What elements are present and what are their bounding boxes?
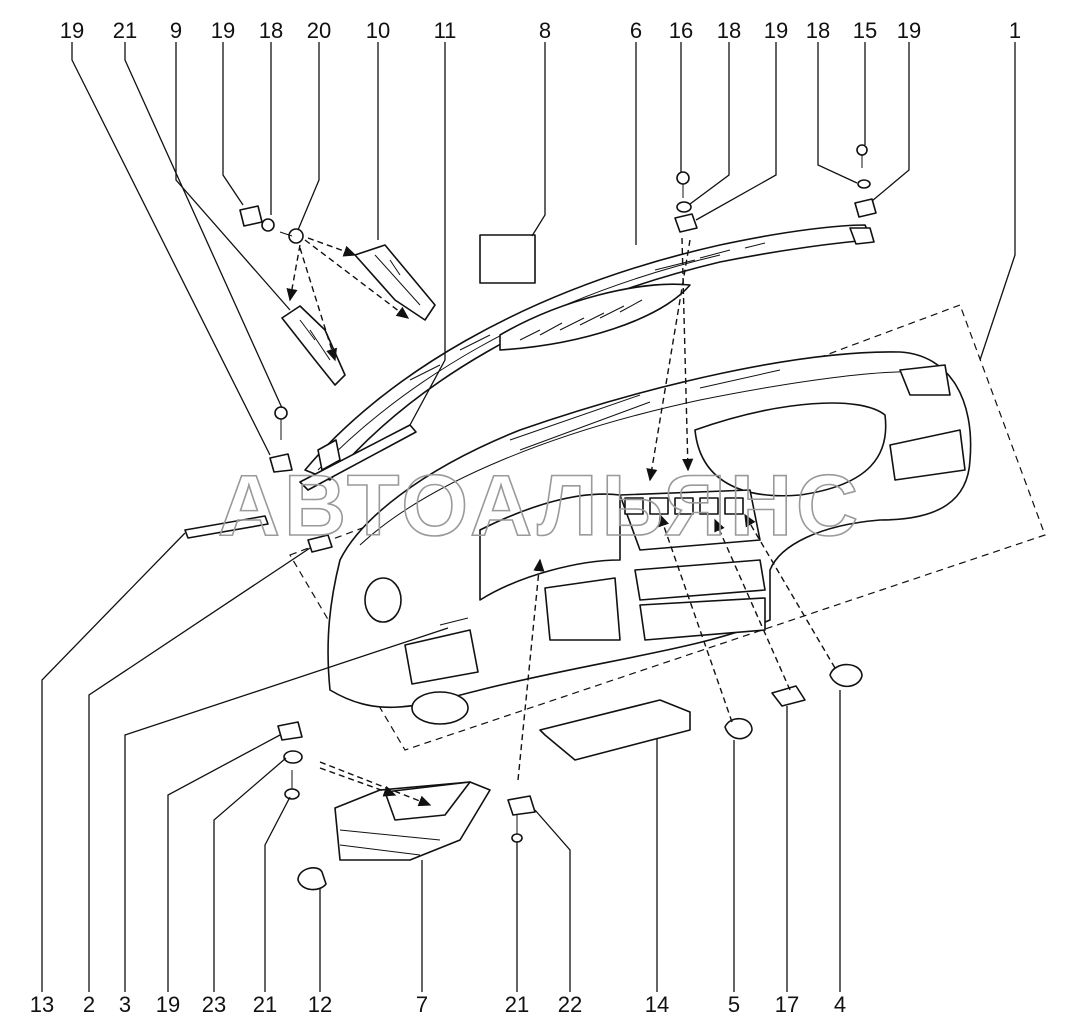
- callout-9: 9: [170, 18, 182, 43]
- upper-trim-pad: [304, 224, 875, 481]
- callout-4: 4: [834, 992, 846, 1017]
- callout-5: 5: [728, 992, 740, 1017]
- callout-20: 20: [307, 18, 331, 43]
- callout-18: 18: [259, 18, 283, 43]
- callout-1: 1: [1009, 18, 1021, 43]
- clip-17: [771, 685, 806, 707]
- callout-22: 22: [558, 992, 582, 1017]
- clip-22: [507, 795, 536, 816]
- callouts-bottom: 13 2 3 19 23 21 12 7 21 22 14 5 17 4: [30, 992, 846, 1017]
- callout-6: 6: [630, 18, 642, 43]
- callout-21: 21: [253, 992, 277, 1017]
- callout-13: 13: [30, 992, 54, 1017]
- callout-11: 11: [434, 18, 457, 43]
- instrument-panel-body: [327, 351, 972, 725]
- callout-8: 8: [539, 18, 551, 43]
- cap-5: [724, 717, 753, 740]
- callout-17: 17: [775, 992, 799, 1017]
- tab-2: [307, 534, 333, 553]
- callout-23: 23: [202, 992, 226, 1017]
- cap-4: [829, 663, 863, 688]
- clip-group-upper-left: [239, 205, 304, 473]
- callout-18: 18: [806, 18, 830, 43]
- knob-12: [297, 867, 327, 891]
- tray-14: [539, 699, 691, 761]
- callout-19: 19: [211, 18, 235, 43]
- callout-19: 19: [60, 18, 84, 43]
- label-card: [479, 234, 536, 284]
- clip-group-upper-right: [674, 144, 877, 233]
- callout-19: 19: [764, 18, 788, 43]
- callout-18: 18: [717, 18, 741, 43]
- fasteners-lower-left: [277, 721, 303, 800]
- callout-21: 21: [505, 992, 529, 1017]
- callout-15: 15: [853, 18, 877, 43]
- watermark: АВТОАЛЬЯНС: [218, 458, 862, 554]
- callout-19: 19: [897, 18, 921, 43]
- callout-7: 7: [416, 992, 428, 1017]
- callout-leaders-top: [71, 42, 1016, 456]
- callout-12: 12: [308, 992, 332, 1017]
- callout-16: 16: [669, 18, 693, 43]
- callout-14: 14: [645, 992, 669, 1017]
- callout-3: 3: [119, 992, 131, 1017]
- callout-10: 10: [366, 18, 390, 43]
- callout-21: 21: [113, 18, 137, 43]
- bracket-9: [281, 305, 346, 386]
- glove-box: [334, 781, 491, 861]
- support-strip: [299, 424, 417, 491]
- callout-2: 2: [83, 992, 95, 1017]
- callout-19: 19: [156, 992, 180, 1017]
- rod-13: [184, 515, 269, 539]
- callouts-top: 19 21 9 19 18 20 10 11 8 6 16 18 19 18 1…: [60, 18, 1021, 43]
- bracket-10: [354, 244, 436, 321]
- callout-leaders-bottom: [41, 532, 841, 992]
